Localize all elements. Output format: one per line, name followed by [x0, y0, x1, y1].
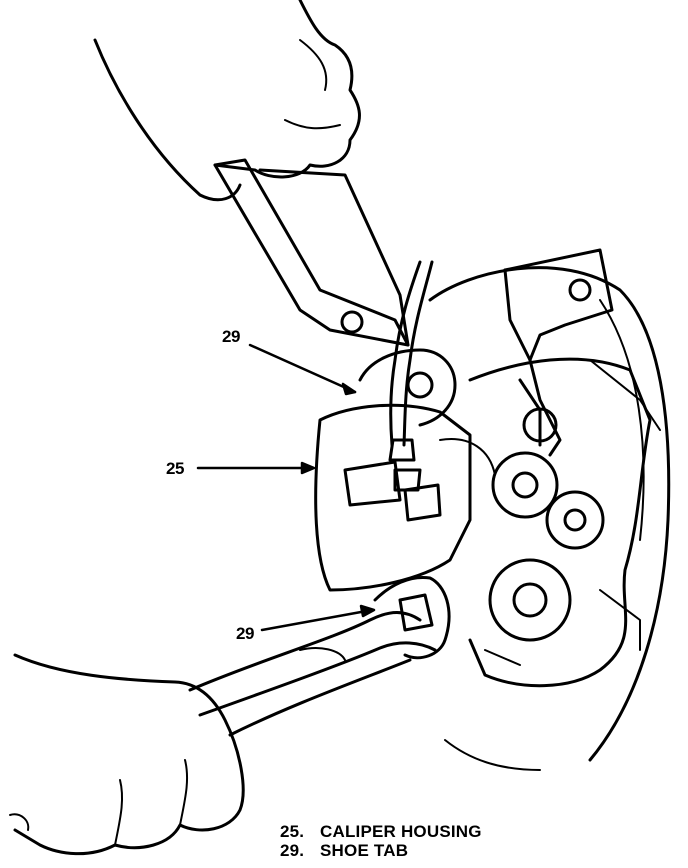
caliper-housing: [314, 348, 496, 592]
steering-knuckle: [468, 357, 661, 688]
lower-hand: [9, 653, 245, 856]
legend-item: 29. SHOE TAB: [280, 841, 482, 860]
upper-hand: [93, 0, 361, 202]
hose-bracket: [503, 248, 614, 457]
callout-29-upper: 29: [222, 327, 240, 346]
brake-rotor: [428, 266, 671, 771]
legend-number: 25.: [280, 822, 305, 841]
legend-number: 29.: [280, 841, 305, 860]
callout-25: 25: [166, 459, 184, 478]
upper-pry-tool: [213, 158, 410, 347]
lower-pliers: [188, 575, 451, 737]
legend-text: SHOE TAB: [320, 841, 409, 860]
brake-hose: [388, 260, 442, 522]
legend-item: 25. CALIPER HOUSING: [280, 822, 482, 841]
legend-text: CALIPER HOUSING: [320, 822, 482, 841]
legend: 25. CALIPER HOUSING 29. SHOE TAB: [280, 822, 482, 860]
leader-lines: [196, 343, 376, 632]
callout-29-lower: 29: [236, 624, 254, 643]
